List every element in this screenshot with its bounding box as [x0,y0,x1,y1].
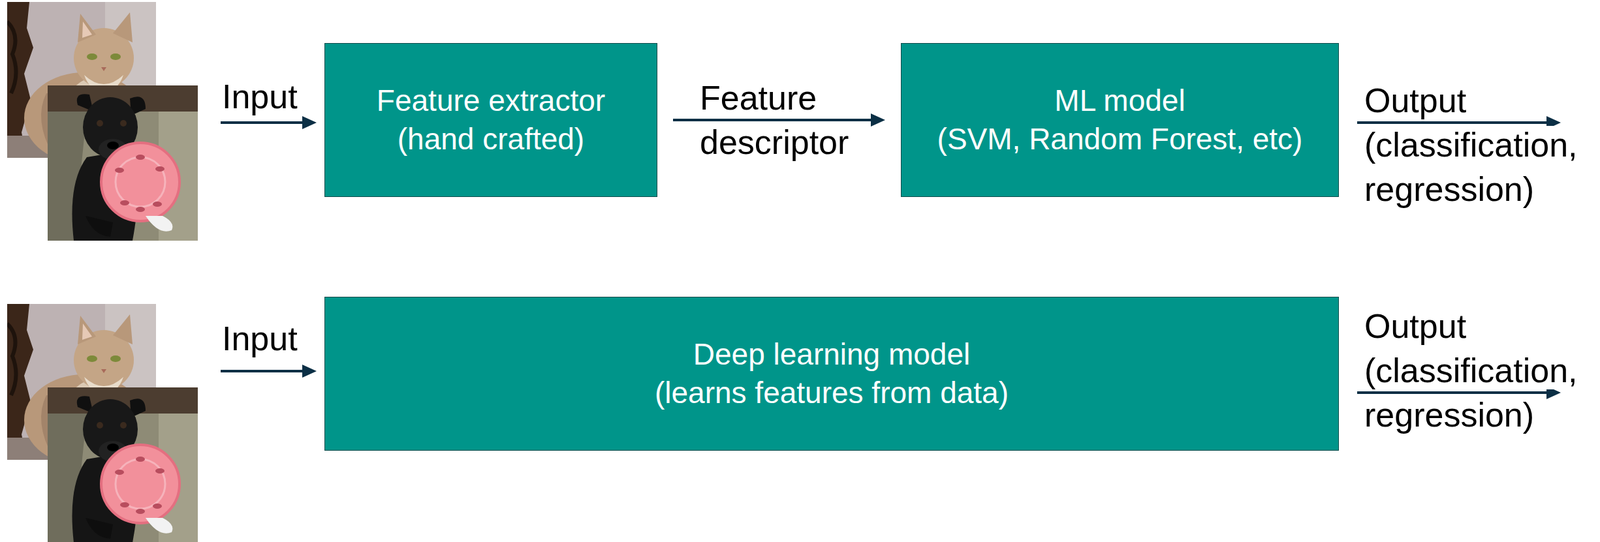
box-subtitle: (learns features from data) [654,374,1009,413]
box-subtitle: (SVM, Random Forest, etc) [937,120,1303,159]
process-box: Deep learning model(learns features from… [324,297,1339,452]
output-label: Output (classification, regression) [1363,78,1592,212]
process-box: Feature extractor(hand crafted) [324,43,658,198]
label-text: Feature descriptor [698,78,850,162]
connector-line [673,118,873,122]
label-text: Output (classification, regression) [1363,307,1580,435]
box-title: Feature extractor [376,81,606,121]
box-title: Deep learning model [693,335,971,375]
dog-photo [47,85,198,241]
edge-label: Feature descriptor [698,75,869,165]
label-text: Input [220,77,299,116]
arrow-head [870,113,886,127]
input-arrow [220,364,317,378]
output-label: Output (classification, regression) [1363,304,1592,438]
input-label: Input [220,77,365,117]
input-arrow [220,116,317,130]
dog-photo [47,387,198,542]
label-text: Input [220,319,299,358]
box-subtitle: (hand crafted) [397,120,585,159]
label-text: Output (classification, regression) [1363,81,1580,209]
input-label: Input [220,319,365,359]
box-title: ML model [1054,81,1185,121]
process-box: ML model(SVM, Random Forest, etc) [900,43,1339,198]
